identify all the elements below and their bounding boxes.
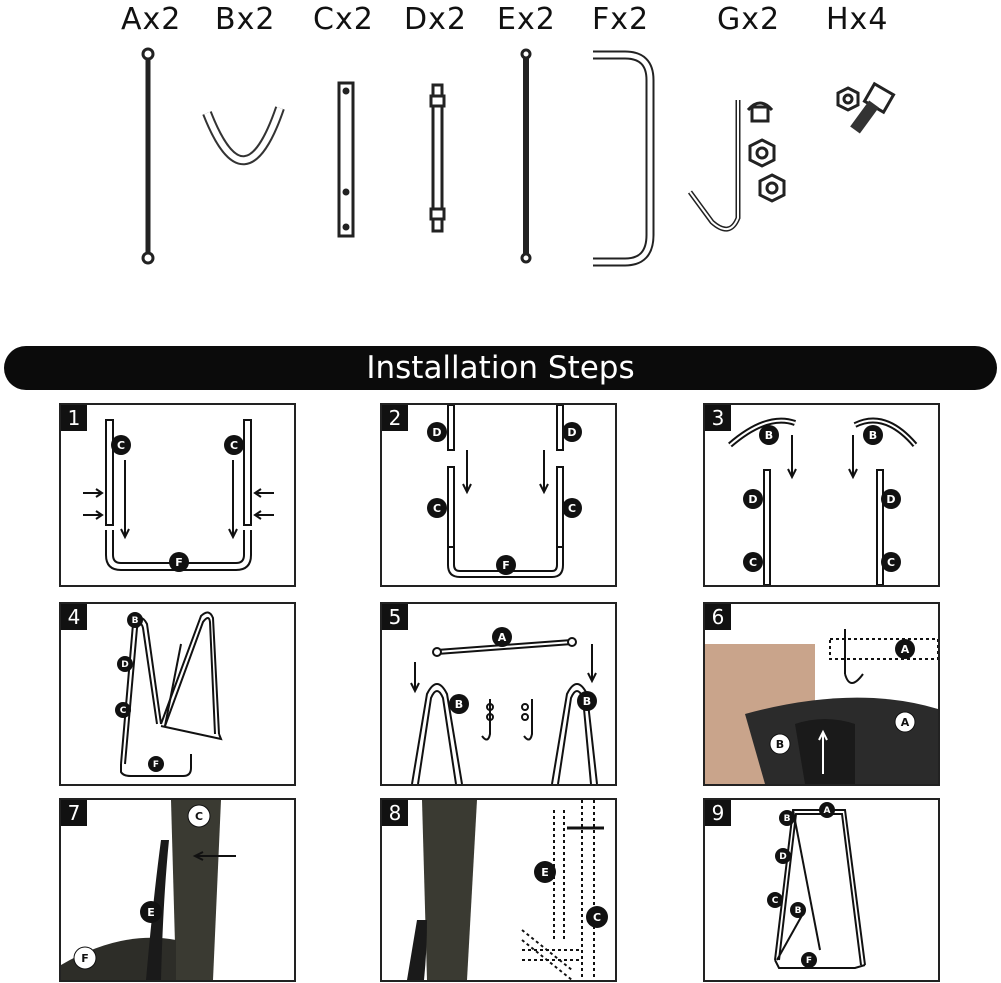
callout-f: F	[153, 760, 159, 770]
step-number: 4	[61, 604, 87, 630]
step-7-panel: 7 C E F	[59, 798, 296, 982]
rod-e-icon	[520, 48, 532, 264]
bar-d-icon	[429, 83, 446, 233]
part-label-a: Ax2	[121, 2, 182, 37]
step-1-panel: 1 C C F	[59, 403, 296, 587]
hook-nuts-g-icon	[687, 100, 786, 232]
step-8-diagram: E C	[407, 800, 608, 980]
step-9-diagram: A B D C B F	[767, 802, 866, 969]
step-number: 8	[382, 800, 408, 826]
part-label-g: Gx2	[717, 2, 781, 37]
callout-b: B	[455, 698, 463, 711]
callout-d: D	[886, 493, 895, 506]
callout-f: F	[502, 559, 510, 572]
callout-b: B	[132, 616, 139, 626]
step-number: 5	[382, 604, 408, 630]
step-4-panel: 4 B D C F	[59, 602, 296, 786]
part-label-f: Fx2	[592, 2, 650, 37]
step-5-panel: 5 A B B	[380, 602, 617, 786]
callout-b: B	[795, 906, 802, 916]
callout-c: C	[749, 556, 757, 569]
callout-b: B	[784, 814, 791, 824]
callout-a: A	[901, 643, 910, 656]
callout-a: A	[498, 631, 507, 644]
step-3-diagram: B B D D C C	[728, 417, 918, 585]
u-frame-f-icon	[593, 50, 655, 267]
callout-d: D	[432, 426, 441, 439]
part-label-d: Dx2	[404, 2, 467, 37]
callout-e: E	[147, 906, 155, 919]
callout-b: B	[583, 695, 591, 708]
step-2-panel: 2 D D C C F	[380, 403, 617, 587]
callout-c: C	[120, 706, 127, 716]
step-5-diagram: A B B	[410, 627, 598, 784]
callout-c: C	[433, 502, 441, 515]
step-number: 7	[61, 800, 87, 826]
step-number: 6	[705, 604, 731, 630]
step-number: 9	[705, 800, 731, 826]
step-9-panel: 9 A B D C B F	[703, 798, 940, 982]
callout-c: C	[772, 896, 779, 906]
step-number: 1	[61, 405, 87, 431]
callout-b: B	[869, 429, 877, 442]
callout-d: D	[567, 426, 576, 439]
callout-d: D	[121, 660, 128, 670]
callout-d: D	[779, 852, 786, 862]
step-7-diagram: C E F	[61, 800, 236, 980]
parts-illustration	[141, 47, 896, 267]
step-number: 2	[382, 405, 408, 431]
step-number: 3	[705, 405, 731, 431]
bar-c-icon	[337, 81, 355, 238]
callout-c: C	[568, 502, 576, 515]
callout-a: A	[901, 716, 910, 729]
curved-piece-b-icon	[202, 106, 285, 166]
part-label-h: Hx4	[826, 2, 889, 37]
bolt-nut-h-icon	[836, 81, 896, 134]
callout-c: C	[117, 439, 125, 452]
callout-c: C	[887, 556, 895, 569]
step-6-diagram: A A B	[705, 629, 938, 784]
callout-b: B	[776, 738, 784, 751]
callout-f: F	[81, 952, 89, 965]
step-3-panel: 3 B B D D C C	[703, 403, 940, 587]
callout-f: F	[806, 956, 812, 966]
callout-a: A	[824, 806, 831, 816]
step-6-panel: 6 A A B	[703, 602, 940, 786]
part-label-c: Cx2	[313, 2, 374, 37]
rod-a-icon	[141, 47, 155, 265]
part-label-b: Bx2	[215, 2, 276, 37]
step-1-diagram: C C F	[83, 419, 274, 572]
callout-c: C	[593, 911, 601, 924]
callout-c: C	[230, 439, 238, 452]
callout-b: B	[765, 429, 773, 442]
installation-steps-banner: Installation Steps	[4, 346, 997, 390]
callout-d: D	[748, 493, 757, 506]
callout-e: E	[541, 866, 549, 879]
part-label-e: Ex2	[497, 2, 556, 37]
callout-c: C	[195, 810, 203, 823]
step-8-panel: 8 E C	[380, 798, 617, 982]
step-2-diagram: D D C C F	[427, 405, 582, 578]
step-4-diagram: B D C F	[115, 611, 223, 777]
callout-f: F	[175, 556, 183, 569]
